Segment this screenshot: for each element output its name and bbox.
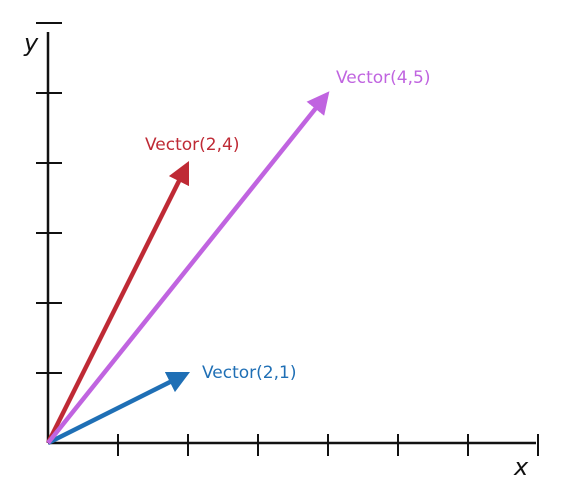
vector-arrow-4-5: [46, 91, 330, 445]
axes: x y: [23, 22, 539, 481]
y-axis-label: y: [23, 29, 39, 57]
vector-2-1: Vector(2,1): [46, 363, 296, 446]
y-axis-ticks: [36, 22, 62, 374]
vector-arrow-2-1: [46, 371, 191, 446]
vector-label-2-4: Vector(2,4): [145, 135, 239, 155]
vector-label-4-5: Vector(4,5): [336, 68, 430, 88]
vectors: Vector(2,1) Vector(2,4) Vector(4,5): [45, 68, 430, 446]
x-axis-label: x: [513, 453, 529, 481]
vector-label-2-1: Vector(2,1): [202, 363, 296, 383]
vector-2-4: Vector(2,4): [45, 135, 239, 445]
x-axis-ticks: [117, 434, 539, 456]
vector-arrow-2-4: [45, 160, 190, 445]
vector-4-5: Vector(4,5): [46, 68, 430, 445]
